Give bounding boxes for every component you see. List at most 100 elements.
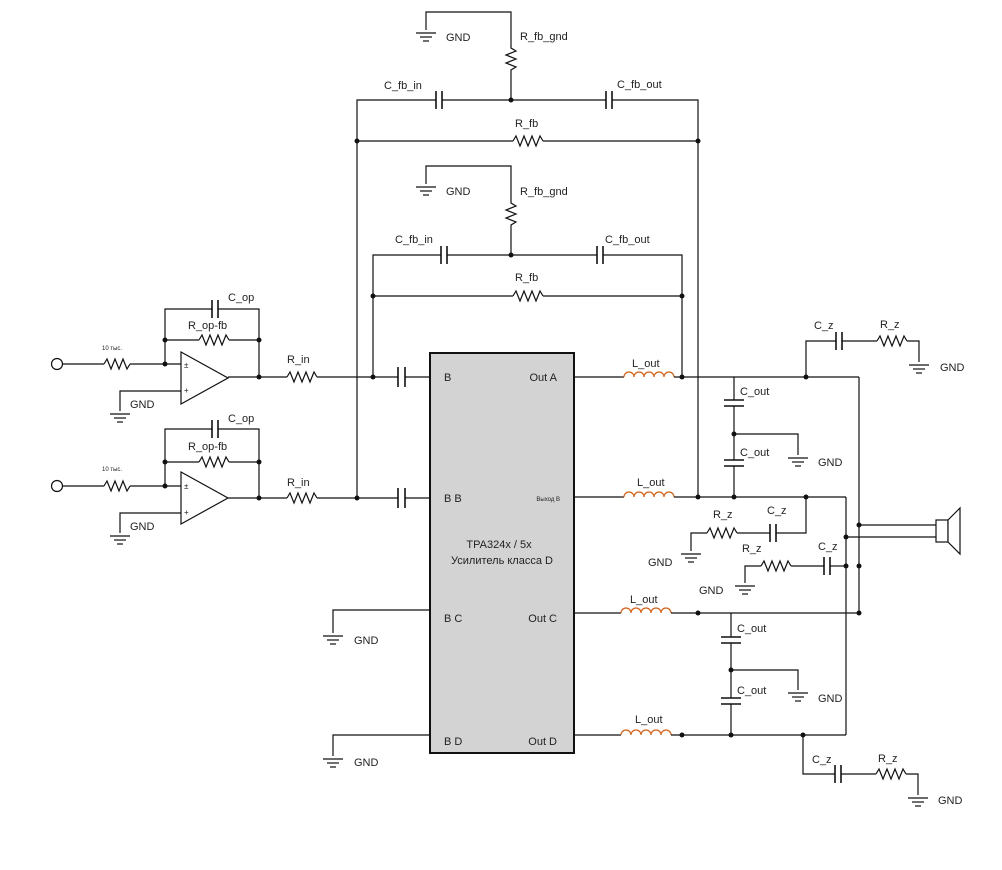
ground-icon bbox=[109, 413, 131, 423]
r-in-label: R_in bbox=[287, 477, 310, 489]
chip-title: TPA324x / 5x bbox=[466, 539, 532, 551]
ground-icon bbox=[322, 758, 344, 768]
c-fb-out-label: C_fb_out bbox=[605, 234, 650, 246]
chip-body bbox=[429, 352, 575, 754]
input-resistor-label: 10 тыс. bbox=[102, 467, 122, 473]
l-out-label: L_out bbox=[635, 714, 663, 726]
r-z-label: R_z bbox=[713, 509, 733, 521]
amplifier-chip: B B B B C B D Out A Выход B Out C Out D … bbox=[429, 352, 575, 754]
c-out-label: C_out bbox=[740, 386, 769, 398]
c-z-label: C_z bbox=[767, 505, 787, 517]
input-stage-b: 10 тыс. C_op R_op-fb ± + GND R_in bbox=[50, 413, 430, 545]
ground-icon bbox=[322, 635, 344, 645]
c-fb-out-label: C_fb_out bbox=[617, 79, 662, 91]
feedback-network-2: GND R_fb_gnd C_fb_in C_fb_out R_fb bbox=[370, 165, 685, 377]
pin-out-a: Out A bbox=[529, 372, 557, 384]
gnd-label: GND bbox=[699, 585, 724, 597]
c-z-label: C_z bbox=[812, 754, 832, 766]
r-fb-resistor bbox=[512, 134, 544, 148]
pin-out-c: Out C bbox=[528, 613, 557, 625]
r-fb-gnd-label: R_fb_gnd bbox=[520, 186, 568, 198]
opamp-minus-label: ± bbox=[184, 361, 189, 370]
ground-icon bbox=[787, 692, 809, 702]
gnd-label: GND bbox=[940, 362, 965, 374]
opamp-icon bbox=[180, 350, 230, 406]
r-fb-label: R_fb bbox=[515, 272, 538, 284]
c-op-label: C_op bbox=[228, 413, 254, 425]
c-out-label: C_out bbox=[740, 447, 769, 459]
c-fb-in-label: C_fb_in bbox=[384, 80, 422, 92]
ground-icon bbox=[415, 32, 437, 42]
speaker-icon bbox=[935, 506, 961, 556]
r-fb-gnd-label: R_fb_gnd bbox=[520, 31, 568, 43]
r-op-fb-resistor bbox=[198, 455, 230, 469]
input-terminal-icon[interactable] bbox=[50, 479, 64, 493]
feedback-network-1: GND R_fb_gnd C_fb_in C_fb_out R_fb bbox=[354, 11, 701, 497]
chip-subtitle: Усилитель класса D bbox=[451, 555, 553, 567]
r-in-resistor bbox=[286, 491, 318, 505]
output-stage-c: L_out GND C_out C_out bbox=[574, 594, 859, 735]
opamp-plus-label: + bbox=[184, 386, 189, 395]
r-fb-gnd-resistor bbox=[504, 200, 518, 255]
opamp-plus-label: + bbox=[184, 508, 189, 517]
gnd-label: GND bbox=[938, 795, 963, 807]
gnd-label: GND bbox=[354, 635, 379, 647]
ground-icon bbox=[787, 457, 809, 467]
r-z-label: R_z bbox=[878, 753, 898, 765]
r-z-resistor bbox=[760, 559, 792, 573]
pin-out-d: Out D bbox=[528, 736, 557, 748]
input-terminal-icon[interactable] bbox=[50, 357, 64, 371]
gnd-label: GND bbox=[446, 186, 471, 198]
opamp-minus-label: ± bbox=[184, 482, 189, 491]
input-resistor bbox=[103, 357, 131, 371]
pin-out-b: Выход B bbox=[536, 497, 560, 503]
r-op-fb-label: R_op-fb bbox=[188, 320, 227, 332]
l-out-inductor bbox=[620, 607, 672, 614]
ground-icon bbox=[907, 797, 929, 807]
c-out-label: C_out bbox=[737, 685, 766, 697]
chip-ground-inputs: GND GND bbox=[322, 609, 430, 769]
l-out-inductor bbox=[623, 491, 675, 498]
r-fb-gnd-resistor bbox=[504, 45, 518, 100]
pin-in-c: B C bbox=[444, 613, 462, 625]
input-resistor-label: 10 тыс. bbox=[102, 346, 122, 352]
r-fb-label: R_fb bbox=[515, 118, 538, 130]
l-out-inductor bbox=[620, 729, 672, 736]
input-stage-a: 10 тыс. C_op R_op-fb ± + GND R_in bbox=[50, 292, 430, 423]
gnd-label: GND bbox=[818, 693, 843, 705]
ground-icon bbox=[109, 535, 131, 545]
pin-in-a: B bbox=[444, 372, 451, 384]
c-z-label: C_z bbox=[814, 320, 834, 332]
output-stage-a: L_out GND C_out C_out GND C_z R_z bbox=[574, 319, 965, 497]
l-out-inductor bbox=[623, 371, 675, 378]
r-op-fb-resistor bbox=[198, 333, 230, 347]
input-resistor bbox=[103, 479, 131, 493]
gnd-label: GND bbox=[130, 521, 155, 533]
ground-icon bbox=[734, 585, 756, 595]
r-z-label: R_z bbox=[742, 543, 762, 555]
r-in-resistor bbox=[286, 370, 318, 384]
l-out-label: L_out bbox=[637, 477, 665, 489]
r-z-resistor bbox=[876, 334, 908, 348]
l-out-label: L_out bbox=[630, 594, 658, 606]
c-out-label: C_out bbox=[737, 623, 766, 635]
r-z-label: R_z bbox=[880, 319, 900, 331]
gnd-label: GND bbox=[818, 457, 843, 469]
opamp-icon bbox=[180, 470, 230, 526]
r-in-label: R_in bbox=[287, 354, 310, 366]
pin-in-b: B B bbox=[444, 493, 462, 505]
speaker bbox=[846, 377, 961, 616]
gnd-label: GND bbox=[446, 32, 471, 44]
gnd-label: GND bbox=[130, 399, 155, 411]
l-out-label: L_out bbox=[632, 358, 660, 370]
output-stage-b: L_out GND C_z R_z GND C_z R_z bbox=[574, 477, 849, 735]
r-op-fb-label: R_op-fb bbox=[188, 441, 227, 453]
gnd-label: GND bbox=[354, 757, 379, 769]
output-stage-d: L_out GND C_z R_z bbox=[574, 714, 963, 807]
r-fb-resistor bbox=[512, 289, 544, 303]
r-z-resistor bbox=[706, 526, 738, 540]
c-fb-in-label: C_fb_in bbox=[395, 234, 433, 246]
c-z-label: C_z bbox=[818, 541, 838, 553]
r-z-resistor bbox=[875, 767, 907, 781]
